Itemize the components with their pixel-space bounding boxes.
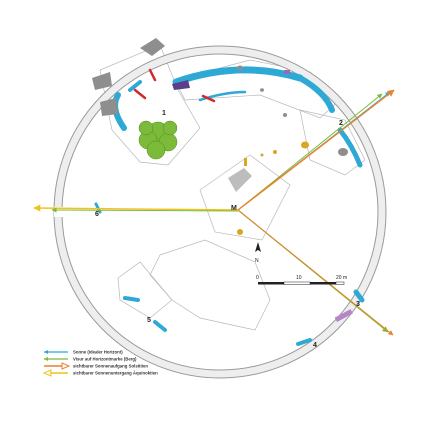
trench-outlines — [99, 44, 366, 331]
legend-label: sichtbarer Sonnenaufgang Solstitien — [73, 364, 148, 369]
trench-east — [299, 109, 366, 176]
legend-item-sun-ideal: Sonne (idealer Horizont) — [44, 350, 123, 355]
north-label: N — [255, 258, 259, 264]
rock-features — [92, 38, 348, 192]
center-label-m: M — [231, 205, 237, 212]
trench-southwest — [117, 261, 173, 319]
trench-center — [199, 154, 291, 241]
sight-lines — [33, 89, 395, 336]
horizon-mark-sightline-w — [51, 207, 239, 213]
solstice-sunset-line — [237, 209, 394, 336]
gate-label-5: 5 — [147, 317, 151, 324]
ring-wall — [53, 45, 387, 379]
legend-item-horizon-mark: Visur auf Horizontmarke (Berg) — [44, 357, 137, 362]
north-arrow: N — [255, 242, 261, 264]
purple-finds — [172, 70, 353, 322]
north-arrow-icon — [255, 242, 261, 252]
legend-item-equinox-sunset: sichtbarer Sonnenuntergang Äquinoktien — [42, 369, 158, 377]
legend: Sonne (idealer Horizont) Visur auf Horiz… — [42, 350, 158, 377]
gate-label-3: 3 — [356, 301, 360, 308]
gate-label-2: 2 — [339, 120, 343, 127]
legend-label: sichtbarer Sonnenuntergang Äquinoktien — [73, 371, 158, 376]
gold-finds — [237, 141, 309, 235]
legend-label: Sonne (idealer Horizont) — [73, 350, 123, 355]
blue-wall-sections — [94, 66, 365, 346]
gate-gaps — [54, 207, 382, 294]
trench-northwest — [99, 44, 201, 166]
legend-item-solstice-sunrise: sichtbarer Sonnenaufgang Solstitien — [44, 362, 148, 370]
gate-label-4: 4 — [313, 342, 317, 349]
tree-canopy — [138, 120, 178, 160]
gate-label-1: 1 — [162, 110, 166, 117]
solstice-sunrise-line — [237, 89, 395, 211]
scale-tick-10: 10 — [296, 275, 302, 281]
legend-label: Visur auf Horizontmarke (Berg) — [73, 357, 137, 362]
trench-south — [149, 239, 271, 331]
red-finds — [133, 68, 216, 103]
scale-bar: 0 10 20 m — [256, 275, 347, 285]
equinox-sunset-line — [33, 204, 239, 212]
scale-tick-0: 0 — [256, 275, 259, 281]
gate-label-6: 6 — [95, 211, 99, 218]
scale-tick-20: 20 m — [336, 275, 347, 281]
